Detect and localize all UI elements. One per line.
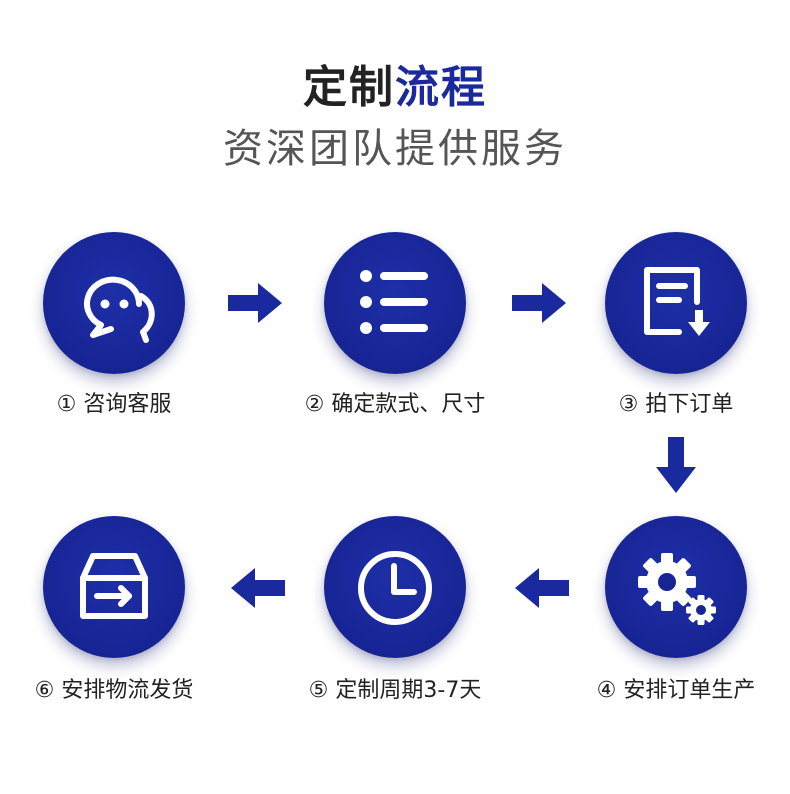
arrow-left-icon: [515, 568, 569, 608]
step-6-label: ⑥ 安排物流发货: [34, 678, 194, 703]
step-1-label: ① 咨询客服: [56, 392, 172, 417]
step-5-label: ⑤ 定制周期3-7天: [308, 678, 482, 703]
step-1-circle: [43, 232, 185, 374]
step-6-circle: [43, 516, 185, 658]
step-3-circle: [605, 232, 747, 374]
document-download-icon: [644, 267, 710, 336]
page-subtitle: 资深团队提供服务: [223, 126, 567, 172]
title-part-1: 定制: [303, 62, 395, 113]
arrow-right-icon: [228, 283, 282, 323]
arrow-right-icon: [512, 283, 566, 323]
step-3-label: ③ 拍下订单: [618, 392, 734, 417]
title-part-2: 流程: [395, 62, 487, 113]
box-arrow-icon: [80, 553, 148, 619]
arrow-down-icon: [656, 437, 696, 493]
step-2-circle: [324, 232, 466, 374]
step-5-circle: [324, 516, 466, 658]
step-4-label: ④ 安排订单生产: [596, 678, 756, 703]
page-title: 定制流程: [0, 58, 790, 118]
step-2-label: ② 确定款式、尺寸: [304, 392, 486, 417]
arrow-left-icon: [231, 568, 285, 608]
gears-icon: [638, 553, 716, 625]
clock-icon: [358, 551, 432, 625]
chat-bubbles-icon: [84, 276, 155, 343]
step-4-circle: [605, 516, 747, 658]
list-icon: [360, 270, 428, 334]
